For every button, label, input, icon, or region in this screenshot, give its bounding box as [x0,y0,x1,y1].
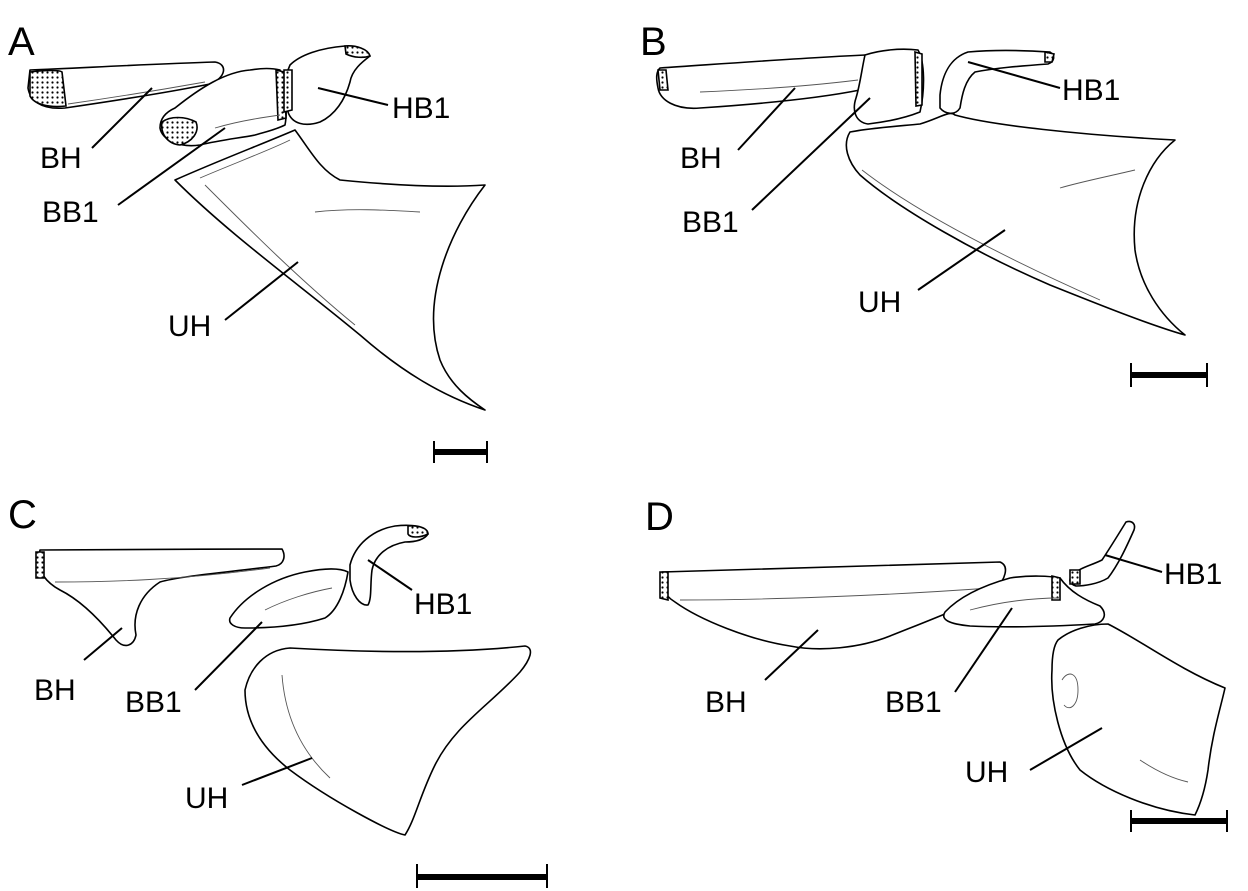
panel-a: A BH BB1 HB1 UH [8,20,488,463]
label-bb1-b: BB1 [682,206,739,239]
panel-c: C BH BB1 HB1 UH [8,493,548,888]
panel-letter-d: D [645,495,674,539]
label-bh-b: BH [680,142,722,175]
basihyal-b [657,55,868,108]
label-uh-d: UH [965,756,1008,789]
panel-letter-c: C [8,493,37,537]
urohyal-a [175,130,485,410]
label-bb1-c: BB1 [125,686,182,719]
scale-bar-c [416,864,548,888]
label-hb1-a: HB1 [392,92,450,125]
cartilage-b-bb1 [915,52,922,106]
cartilage-b-hb1 [1045,52,1054,62]
cartilage-d-bb1 [1052,576,1060,600]
label-uh-b: UH [858,286,901,319]
label-bh-c: BH [34,674,76,707]
scale-bar-a [433,441,488,463]
label-hb1-c: HB1 [414,588,472,621]
cartilage-a-hb1-ant [284,70,292,112]
cartilage-d-hb1 [1070,570,1080,584]
panel-letter-b: B [640,20,667,64]
label-bh-d: BH [705,686,747,719]
label-hb1-d: HB1 [1164,558,1222,591]
cartilage-d-bh [660,572,668,600]
cartilage-a-hb1 [345,46,370,57]
panel-d: D BH BB1 HB1 UH [645,495,1228,832]
label-hb1-b: HB1 [1062,74,1120,107]
cartilage-c-hb1 [408,526,428,537]
cartilage-c-bh [36,552,44,578]
label-bb1-d: BB1 [885,686,942,719]
label-bh-a: BH [40,142,82,175]
scale-bar-b [1130,363,1208,387]
basihyal-c [38,549,284,645]
label-bb1-a: BB1 [42,196,99,229]
basibranchial-c [230,569,348,628]
urohyal-d [1052,624,1225,815]
panel-b: B BH BB1 HB1 UH [640,20,1208,387]
basibranchial-b [854,49,923,124]
label-uh-a: UH [168,310,211,343]
cartilage-b-bh [658,70,668,90]
urohyal-c [245,646,530,835]
label-uh-c: UH [185,782,228,815]
panel-letter-a: A [8,20,35,64]
cartilage-a-bh [30,71,66,107]
